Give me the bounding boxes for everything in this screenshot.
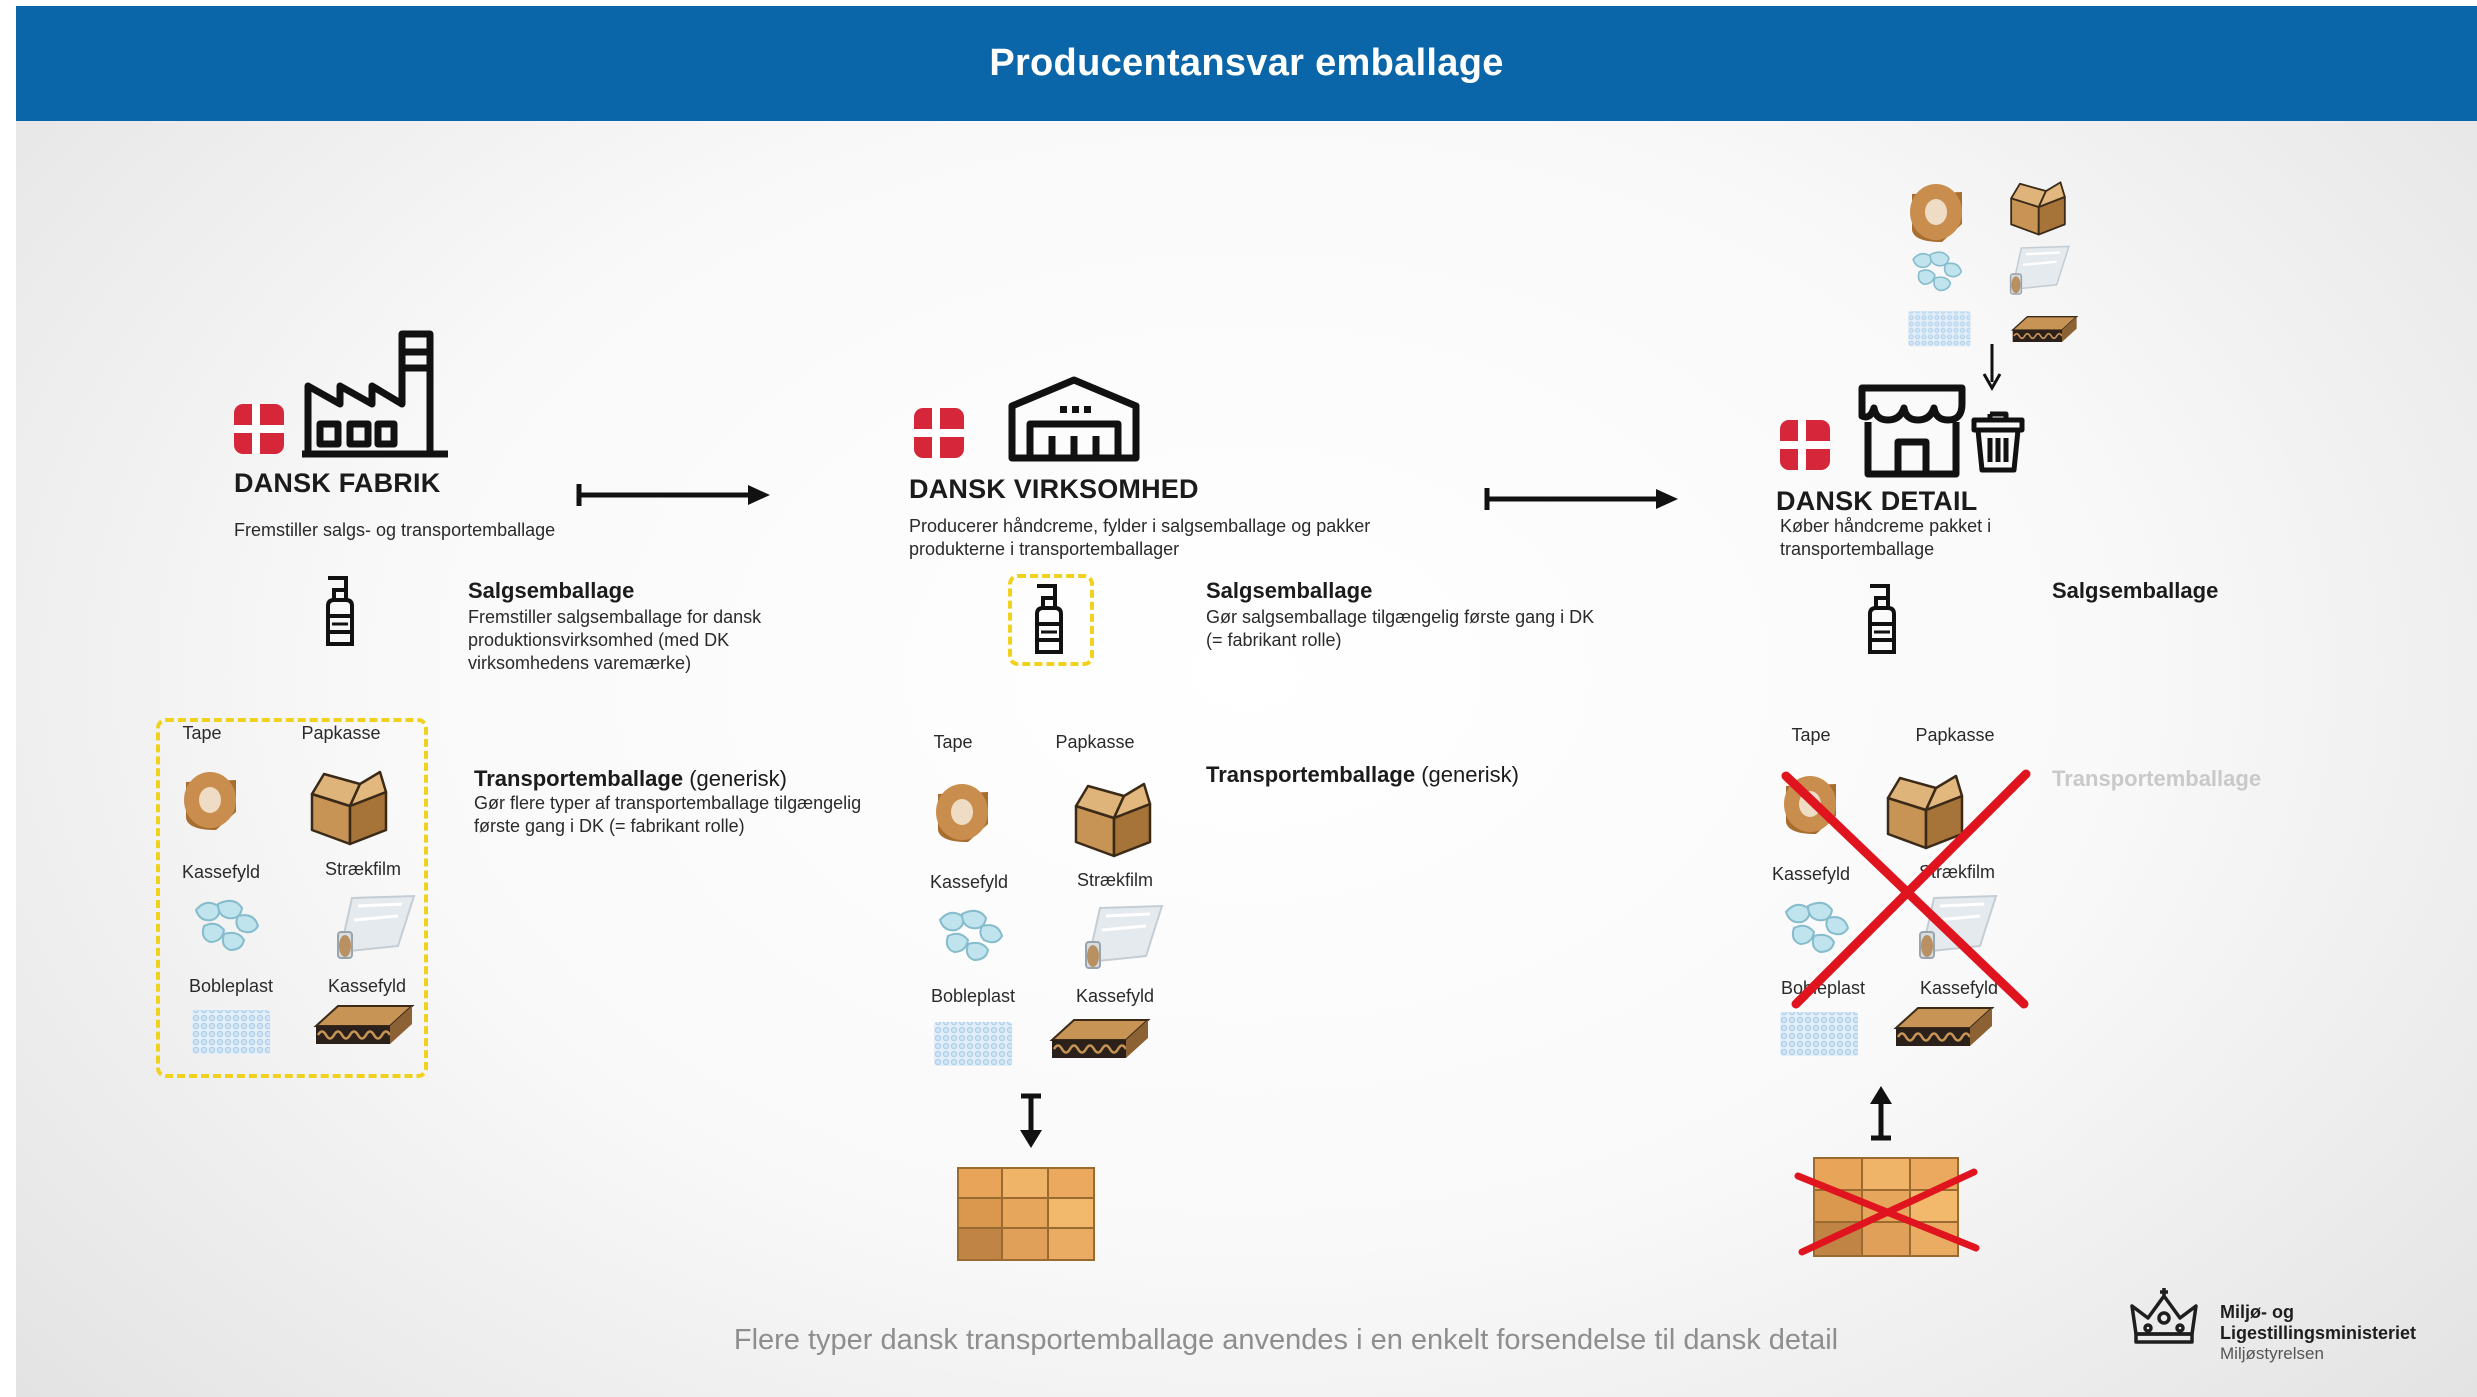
box-filler-icon [1784,901,1850,954]
org-description-fabrik: Fremstiller salgs- og transportemballage [234,520,556,540]
footer-caption: Flere typer dansk transportemballage anv… [733,1324,1839,1356]
down-arrow-icon [1982,344,2002,392]
flow-arrow-2 [1484,488,1678,510]
down-arrow-icon [1020,1093,1042,1148]
danish-flag-icon [1780,420,1830,470]
stretch-film-icon [2009,245,2070,295]
box-stack-icon [957,1167,1095,1261]
sales-packaging-title-virksomhed: Salgsemballage [1206,578,1373,603]
cardboard-box-icon [2010,181,2066,236]
ministry-agency: Miljøstyrelsen [2220,1344,2324,1363]
bubble-wrap-icon [1908,311,1971,347]
title-bar: Producentansvar emballage [16,6,2477,121]
corrugated-cardboard-icon [2010,316,2079,342]
hand-cream-bottle-icon [326,576,354,646]
sales-packaging-title-fabrik: Salgsemballage [468,578,635,603]
bubble-wrap-icon [1780,1012,1858,1056]
sales-packaging-text-virksomhed: Gør salgsemballage tilgængelig første ga… [1206,607,1595,650]
tape-roll-icon [936,784,988,842]
label-papkasse: Papkasse [301,723,381,743]
tape-roll-icon [1910,184,1962,242]
flow-arrow-1 [576,484,770,506]
page-title: Producentansvar emballage [989,42,1504,84]
bubble-wrap-icon [934,1022,1012,1066]
label-straekfilm: Strækfilm [325,859,401,879]
shop-icon [1858,384,1966,478]
label-kassefyld: Kassefyld [1771,864,1851,884]
hand-cream-bottle-icon [1035,584,1063,654]
cardboard-box-icon [1074,782,1152,858]
org-description-detail: Køber håndcreme pakket i transportemball… [1780,516,1992,559]
diagram-canvas: Producentansvar emballage DANSK FABRIK F… [16,6,2477,1397]
sales-packaging-text-fabrik: Fremstiller salgsemballage for dansk pro… [468,607,762,673]
tape-roll-icon [184,772,236,830]
stretch-film-icon [1085,904,1164,969]
org-name-virksomhed: DANSK VIRKSOMHED [909,474,1199,504]
box-stack-crossed-icon [1794,1157,1980,1257]
label-kassefyld-2: Kassefyld [327,976,407,996]
box-filler-icon [1912,251,1963,292]
box-filler-icon [938,909,1004,962]
transport-packaging-title-virksomhed: Transportemballage (generisk) [1206,762,1520,787]
sales-packaging-title-detail: Salgsemballage [2052,578,2219,603]
factory-icon [302,330,448,458]
stretch-film-icon [1919,894,1998,959]
label-kassefyld-2: Kassefyld [1919,978,1999,998]
corrugated-cardboard-icon [1893,1007,1995,1046]
org-name-detail: DANSK DETAIL [1776,486,1978,516]
trash-bin-icon [1971,411,2025,473]
corrugated-cardboard-icon [313,1005,415,1044]
org-description-virksomhed: Producerer håndcreme, fylder i salgsemba… [909,516,1371,559]
label-kassefyld: Kassefyld [929,872,1009,892]
label-papkasse: Papkasse [1915,725,1995,745]
hand-cream-bottle-icon [1868,584,1896,654]
org-name-fabrik: DANSK FABRIK [234,468,441,498]
up-arrow-icon [1870,1086,1892,1141]
danish-flag-icon [234,404,284,454]
ministry-name: Miljø- og Ligestillingsministeriet [2220,1302,2417,1343]
label-tape: Tape [933,732,973,752]
label-kassefyld: Kassefyld [181,862,261,882]
label-tape: Tape [1791,725,1831,745]
warehouse-icon [1008,376,1140,462]
bubble-wrap-icon [192,1010,270,1054]
label-papkasse: Papkasse [1055,732,1135,752]
cardboard-box-icon [310,770,388,846]
label-straekfilm: Strækfilm [1077,870,1153,890]
danish-flag-icon [914,408,964,458]
stretch-film-icon [337,894,416,959]
label-tape: Tape [182,723,222,743]
transport-packaging-title-detail: Transportemballage [2052,766,2262,791]
box-filler-icon [194,899,260,952]
transport-packaging-text-fabrik: Gør flere typer af transportemballage ti… [474,793,862,836]
highlight-box-sales-virksomhed [1008,574,1094,666]
highlight-box-transport-fabrik [156,718,428,1078]
royal-crown-logo-icon [2130,1288,2198,1344]
label-bobleplast: Bobleplast [930,986,1016,1006]
red-cross-mark-icon [1781,769,2031,1009]
cardboard-box-icon [1886,774,1964,850]
transport-packaging-title-fabrik: Transportemballage (generisk) [474,766,788,791]
corrugated-cardboard-icon [1049,1019,1151,1058]
ministry-logo: Miljø- og Ligestillingsministeriet Miljø… [2220,1302,2460,1364]
label-kassefyld-2: Kassefyld [1075,986,1155,1006]
label-bobleplast: Bobleplast [188,976,274,996]
